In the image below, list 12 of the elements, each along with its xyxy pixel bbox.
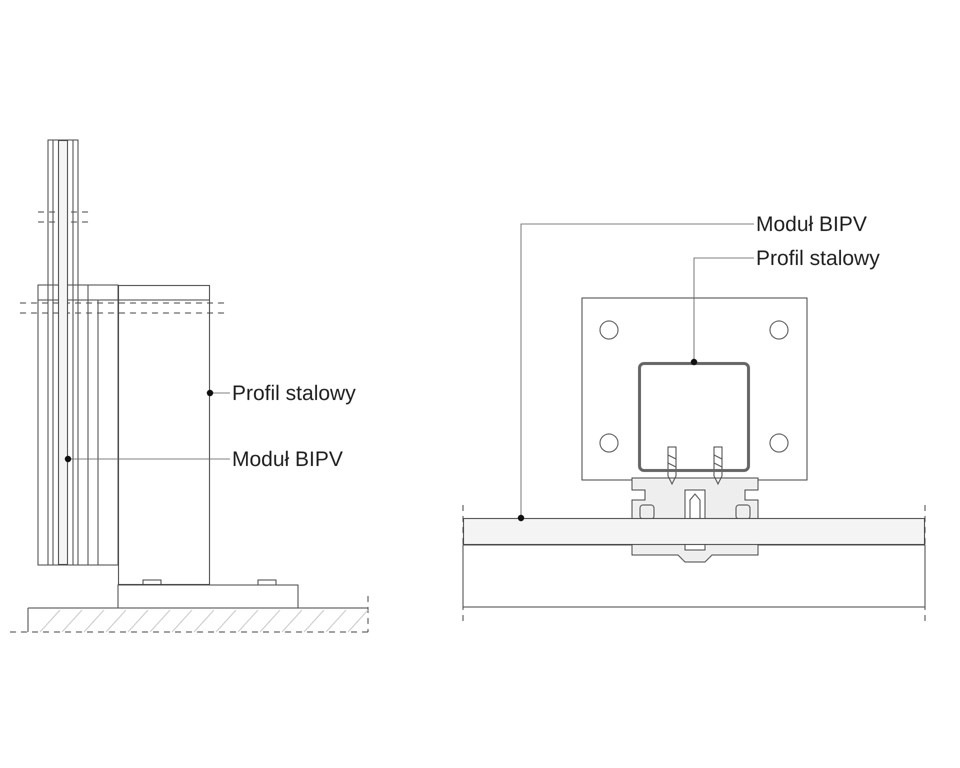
part-label: Moduł BIPV bbox=[756, 214, 868, 234]
steel-profile bbox=[638, 362, 750, 472]
leader-line bbox=[518, 224, 754, 522]
bipv-module bbox=[58, 140, 68, 565]
part-label: Profil stalowy bbox=[756, 248, 881, 268]
steel-profile bbox=[118, 285, 210, 585]
leader-line bbox=[64, 456, 230, 462]
bipv-module bbox=[463, 518, 925, 545]
part-label: Profil stalowy bbox=[232, 382, 357, 404]
leader-line bbox=[690, 258, 754, 366]
leader-line bbox=[206, 390, 230, 396]
part-label: Moduł BIPV bbox=[232, 448, 344, 470]
